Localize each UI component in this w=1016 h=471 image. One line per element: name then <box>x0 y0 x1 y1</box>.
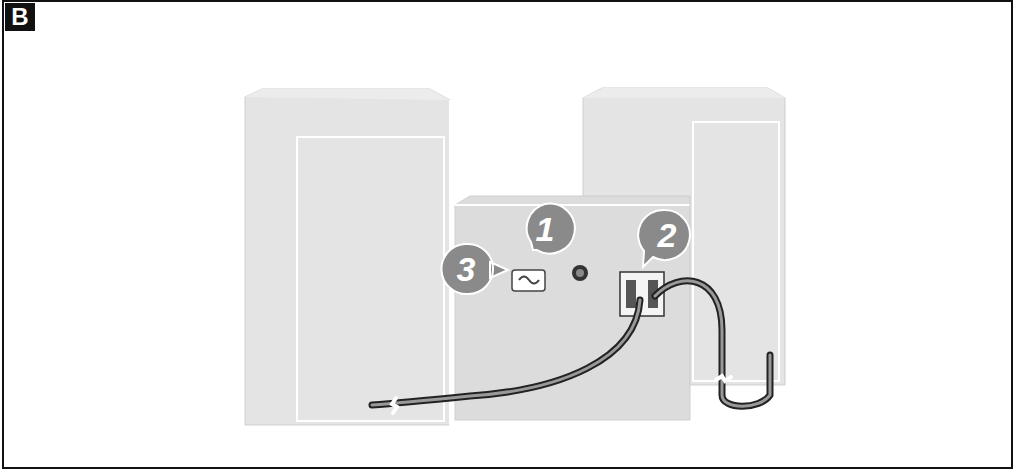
antenna-jack <box>572 265 588 281</box>
callout-number: 3 <box>457 250 476 289</box>
ac-inlet <box>512 270 545 291</box>
right-speaker <box>583 88 785 385</box>
figure-letter: B <box>5 3 35 31</box>
callout-number: 1 <box>536 210 555 249</box>
speaker-cables <box>372 281 770 413</box>
panel-border <box>3 1 1012 468</box>
callout-bubbles <box>441 204 689 295</box>
center-unit <box>455 196 690 420</box>
callout-number: 2 <box>658 216 677 255</box>
left-speaker <box>245 89 450 425</box>
